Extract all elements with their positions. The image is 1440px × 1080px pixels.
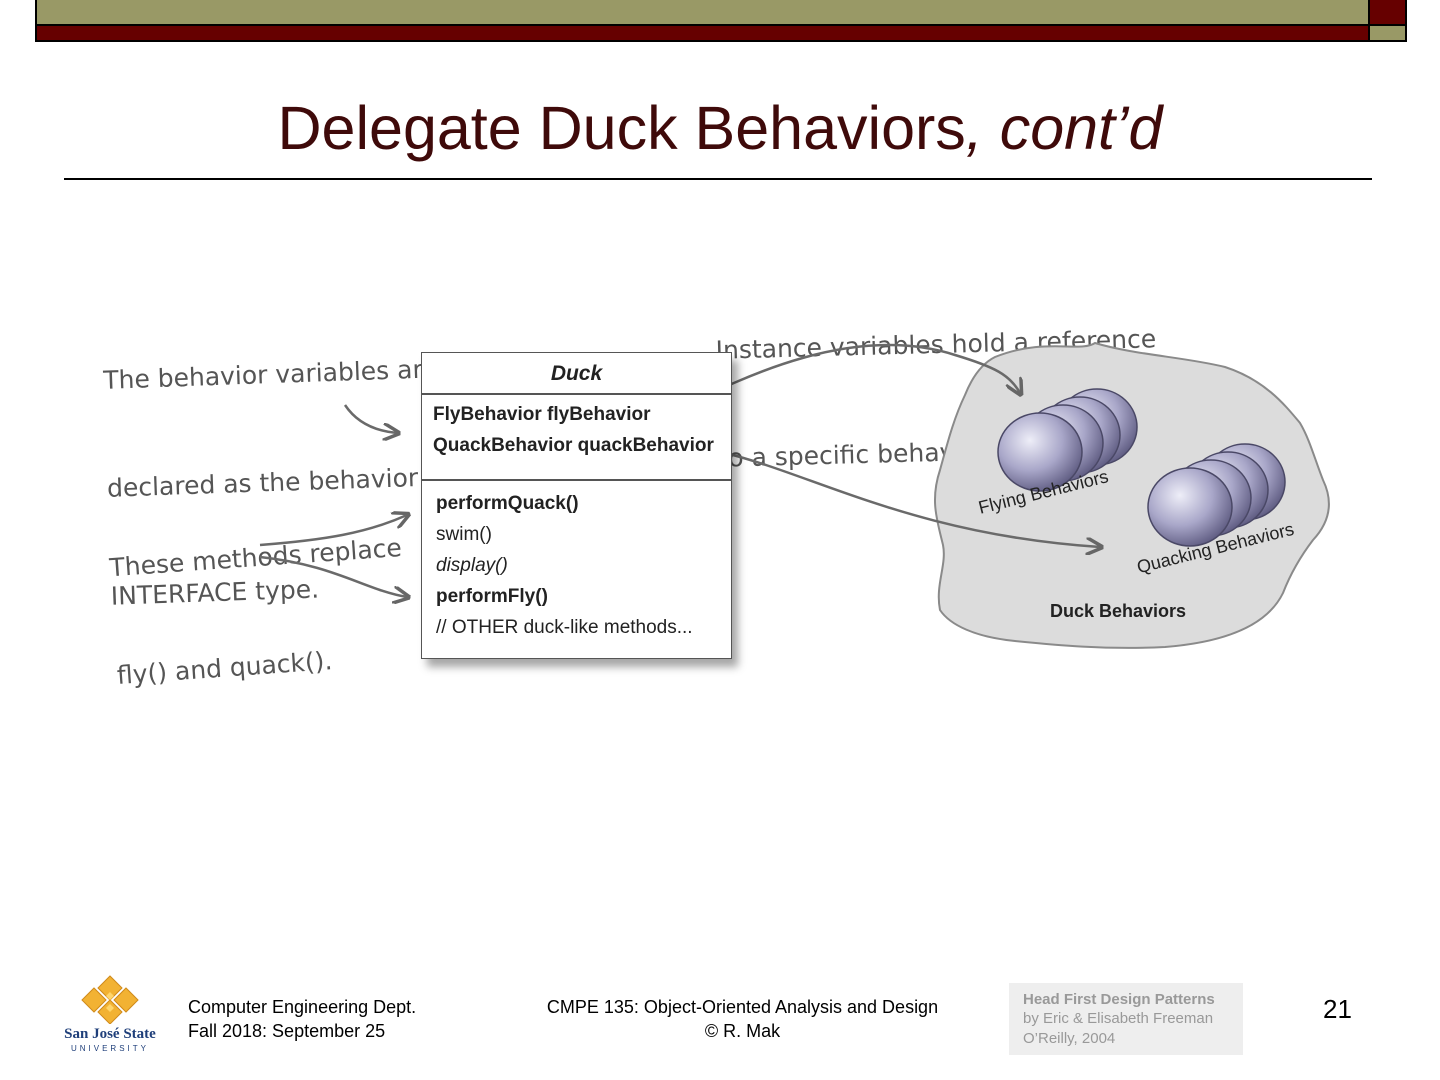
behaviors-drawing [259, 341, 1330, 649]
book-credit-box: Head First Design Patterns by Eric & Eli… [1009, 983, 1243, 1055]
logo-sub: UNIVERSITY [70, 1044, 149, 1053]
credit-authors: by Eric & Elisabeth Freeman [1023, 1010, 1214, 1027]
method-swim: swim() [436, 524, 492, 545]
arrow-to-perform-quack [259, 515, 407, 547]
course-line: CMPE 135: Object-Oriented Analysis and D… [546, 997, 939, 1017]
sjsu-emblem-icon [81, 975, 139, 1024]
top-olive-bar [35, 0, 1370, 26]
copyright-line: © R. Mak [704, 1021, 781, 1041]
method-perform-fly: performFly() [436, 586, 548, 607]
method-other: // OTHER duck-like methods... [436, 617, 693, 638]
corner-olive-square [1368, 26, 1407, 42]
title-italic: , cont’d [965, 94, 1163, 162]
logo-name: San José State [64, 1026, 156, 1042]
credit-title: Head First Design Patterns [1023, 991, 1215, 1008]
corner-maroon-square [1368, 0, 1407, 26]
slide-title: Delegate Duck Behaviors, cont’d [0, 92, 1440, 164]
class-divider [422, 393, 731, 395]
duck-class-name: Duck [550, 362, 603, 385]
sjsu-logo: San José State UNIVERSITY [64, 974, 156, 1056]
class-divider [422, 479, 731, 481]
title-main: Delegate Duck Behaviors [277, 94, 966, 162]
footer-dept: Computer Engineering Dept. Fall 2018: Se… [188, 995, 416, 1043]
method-display: display() [436, 555, 508, 576]
footer-course: CMPE 135: Object-Oriented Analysis and D… [520, 995, 965, 1043]
dept-line: Computer Engineering Dept. [188, 997, 417, 1017]
arrow-quack-to-quacking [724, 451, 1100, 547]
arrow-to-fields [343, 404, 397, 433]
field-fly-behavior: FlyBehavior flyBehavior [433, 404, 651, 425]
credit-publisher: O’Reilly, 2004 [1023, 1030, 1116, 1047]
slide-number: 21 [1323, 994, 1352, 1024]
title-rule [64, 178, 1372, 180]
top-maroon-bar [35, 26, 1370, 42]
field-quack-behavior: QuackBehavior quackBehavior [433, 435, 714, 456]
flying-discs [997, 388, 1138, 492]
duck-diagram: The behavior variables are declared as t… [95, 245, 1345, 690]
duck-behaviors-label: Duck Behaviors [1050, 601, 1187, 621]
method-perform-quack: performQuack() [436, 493, 579, 514]
arrow-to-perform-fly [259, 555, 407, 597]
duck-class-box: Duck FlyBehavior flyBehavior QuackBehavi… [421, 352, 732, 659]
quacking-discs [1147, 443, 1286, 547]
date-line: Fall 2018: September 25 [188, 1021, 386, 1041]
